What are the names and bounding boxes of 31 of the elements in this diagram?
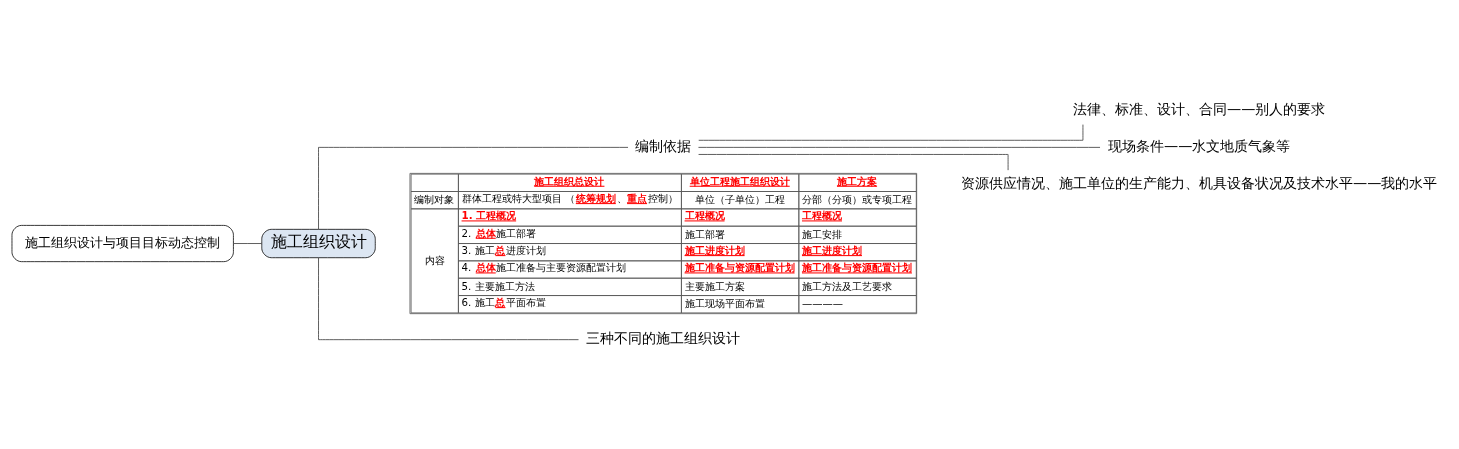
label: 1. 工程概况 <box>461 208 517 221</box>
label: 施工安排 <box>802 227 842 240</box>
label: 群体工程或特大型项目 （统筹规划、重点控制） <box>461 191 678 204</box>
label: ———— <box>802 296 843 309</box>
label: 编制对象 <box>414 192 455 205</box>
node-text: 编制依据 <box>635 137 692 154</box>
label: 施工部署 <box>684 227 725 240</box>
label: 单位（子单位）工程 <box>694 192 785 205</box>
label: 6. 施工总平面布置 <box>461 295 546 308</box>
label: 5. 主要施工方法 <box>461 279 535 292</box>
label: 分部（分项）或专项工程 <box>802 192 912 205</box>
label: 单位工程施工组织设计 <box>689 174 790 187</box>
label: 施工进度计划 <box>802 243 862 256</box>
node-text: 法律、标准、设计、合同——别人的要求 <box>1073 100 1326 117</box>
label: 工程概况 <box>684 208 725 221</box>
label: 施工准备与资源配置计划 <box>684 260 795 273</box>
label: 施工方案 <box>837 174 878 187</box>
label: 施工进度计划 <box>684 243 745 256</box>
label: 施工准备与资源配置计划 <box>802 260 912 273</box>
label: 施工组织总设计 <box>534 174 605 187</box>
label: 3. 施工总进度计划 <box>461 243 546 256</box>
label: 2. 总体施工部署 <box>461 226 537 239</box>
label: 4. 总体施工准备与主要资源配置计划 <box>461 260 627 273</box>
node-text: 资源供应情况、施工单位的生产能力、机具设备状况及技术水平——我的水平 <box>961 174 1438 191</box>
label: 内容 <box>424 253 445 266</box>
node-text: 现场条件——水文地质气象等 <box>1108 137 1291 154</box>
label: 施工现场平面布置 <box>684 296 765 309</box>
label: 工程概况 <box>802 208 842 221</box>
label: 施工方法及工艺要求 <box>802 279 892 292</box>
node-text: 三种不同的施工组织设计 <box>586 329 741 346</box>
label: 主要施工方案 <box>684 279 745 292</box>
